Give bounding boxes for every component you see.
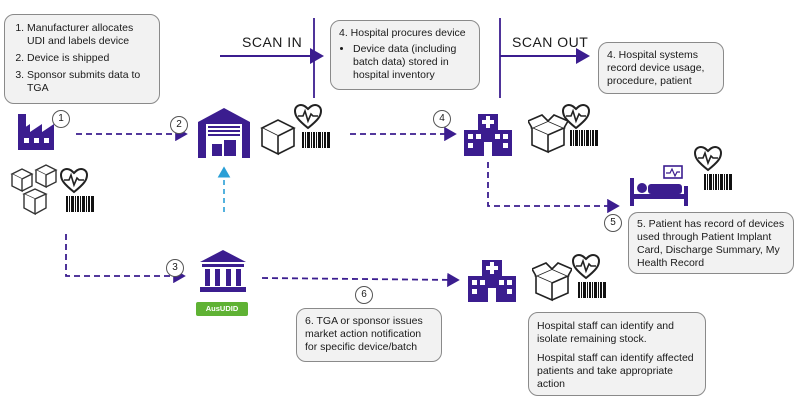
heart-monitor-icon [694,146,722,172]
factory-icon [18,114,54,150]
heart-monitor-icon [572,254,600,280]
scan-out-header: SCAN OUT [512,34,589,50]
ausudid-badge: AusUDID [196,302,248,316]
step-5-text: 5. Patient has record of devices used th… [637,218,785,269]
step-4-procure-title: 4. Hospital procures device [339,27,466,39]
barcode-icon [302,132,330,148]
step-4-procure-bullet: Device data (including batch data) store… [353,43,471,82]
step-1-item-a: Manufacturer allocates UDI and labels de… [27,22,153,48]
open-package-icon [532,262,572,302]
heart-monitor-icon [562,104,590,130]
step-number-5: 5 [604,214,622,232]
step-number-1: 1 [52,110,70,128]
step-5-box: 5. Patient has record of devices used th… [628,212,794,274]
hospital-staff-box: Hospital staff can identify and isolate … [528,312,706,396]
scan-in-header: SCAN IN [242,34,303,50]
step-number-6: 6 [355,286,373,304]
heart-monitor-icon [294,104,322,130]
staff-line-2: Hospital staff can identify affected pat… [537,352,694,390]
step-4-record-text: 4. Hospital systems record device usage,… [607,49,705,87]
boxes-stack-icon [10,164,58,216]
step-4-procure-box: 4. Hospital procures device Device data … [330,20,480,90]
flow-3-to-6 [261,272,460,288]
step-number-2: 2 [170,116,188,134]
staff-line-1: Hospital staff can identify and isolate … [537,320,674,345]
barcode-icon [704,174,732,190]
flow-4-to-5 [487,162,620,214]
step-number-3: 3 [166,259,184,277]
open-package-icon [528,114,568,154]
step-6-box: 6. TGA or sponsor issues market action n… [296,308,442,362]
hospital-icon [468,260,516,302]
patient-bed-icon [630,165,688,206]
hospital-icon [464,114,512,156]
flow-1-to-3 [65,234,186,284]
step-4-record-box: 4. Hospital systems record device usage,… [598,42,724,94]
heart-monitor-icon [60,168,88,194]
step-1-box: Manufacturer allocates UDI and labels de… [4,14,160,104]
step-1-item-c: Sponsor submits data to TGA [27,69,153,95]
step-number-4: 4 [433,110,451,128]
barcode-icon [66,196,94,212]
barcode-icon [578,282,606,298]
step-1-item-b: Device is shipped [27,52,153,65]
barcode-icon [570,130,598,146]
government-building-icon [200,250,246,292]
step-6-text: 6. TGA or sponsor issues market action n… [305,315,423,353]
warehouse-icon [198,108,250,158]
package-icon [260,119,296,156]
